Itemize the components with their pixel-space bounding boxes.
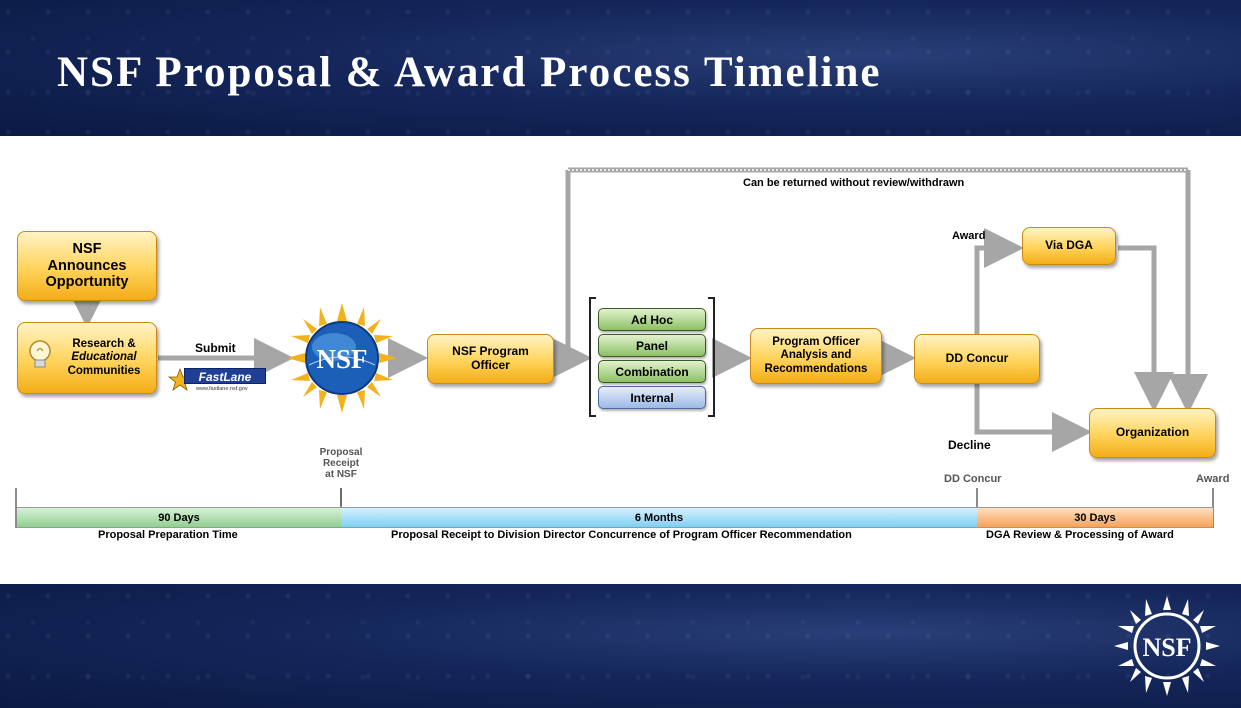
proposal-receipt-marker: Proposal Receipt at NSF	[308, 447, 374, 480]
announce-line-2: Announces	[47, 257, 127, 274]
title-banner: NSF Proposal & Award Process Timeline	[0, 0, 1241, 136]
nsf-footer-logo-icon: NSF	[1114, 596, 1220, 696]
organization-box: Organization	[1089, 408, 1216, 458]
via-dga-label: Via DGA	[1045, 238, 1093, 253]
communities-line-2: Educational	[71, 351, 137, 364]
nsf-logo-text: NSF	[316, 344, 367, 374]
receipt-line-1: Proposal	[319, 447, 363, 458]
nsf-program-officer-box: NSF Program Officer	[427, 334, 554, 384]
review-combination: Combination	[598, 360, 706, 383]
via-dga-box: Via DGA	[1022, 227, 1116, 265]
slide-title: NSF Proposal & Award Process Timeline	[57, 49, 882, 96]
timeline-segment-30-days: 30 Days	[977, 507, 1213, 528]
banner-texture	[0, 0, 1241, 136]
po-analysis-line-3: Recommendations	[764, 362, 868, 375]
caption-award-processing: DGA Review & Processing of Award	[986, 529, 1174, 541]
receipt-line-3: at NSF	[325, 469, 357, 480]
receipt-line-2: Receipt	[322, 458, 360, 469]
review-adhoc: Ad Hoc	[598, 308, 706, 331]
lightbulb-icon	[29, 340, 51, 368]
footer-texture	[0, 584, 1241, 708]
decline-branch-label: Decline	[948, 438, 991, 452]
caption-review: Proposal Receipt to Division Director Co…	[391, 529, 852, 541]
footer-logo-text: NSF	[1142, 633, 1191, 662]
dd-concur-label: DD Concur	[945, 351, 1009, 366]
fastlane-url: www.fastlane.nsf.gov	[196, 386, 248, 392]
nsf-announces-box: NSF Announces Opportunity	[17, 231, 157, 301]
po-analysis-line-1: Program Officer	[772, 336, 860, 349]
po-analysis-line-2: Analysis and	[780, 349, 852, 362]
fastlane-wordmark: FastLane	[184, 368, 266, 384]
caption-preparation: Proposal Preparation Time	[98, 529, 238, 541]
submit-label: Submit	[195, 341, 236, 355]
communities-line-3: Communities	[67, 364, 141, 377]
fastlane-logo: FastLane www.fastlane.nsf.gov	[168, 364, 268, 396]
award-branch-label: Award	[952, 230, 986, 242]
po-analysis-box: Program Officer Analysis and Recommendat…	[750, 328, 882, 384]
timeline-segment-90-days: 90 Days	[17, 507, 341, 528]
footer-banner: NSF	[0, 584, 1241, 708]
timeline-segment-6-months: 6 Months	[341, 507, 977, 528]
dd-concur-marker: DD Concur	[944, 473, 1002, 485]
award-marker: Award	[1196, 473, 1230, 485]
communities-line-1: Research &	[72, 338, 136, 351]
nsf-logo-icon: NSF	[287, 303, 397, 413]
returned-label: Can be returned without review/withdrawn	[743, 177, 965, 189]
program-officer-line-2: Officer	[471, 358, 510, 372]
announce-line-3: Opportunity	[45, 274, 129, 291]
review-internal: Internal	[598, 386, 706, 409]
program-officer-line-1: NSF Program	[452, 344, 529, 359]
organization-label: Organization	[1115, 425, 1190, 440]
announce-line-1: NSF	[72, 240, 102, 257]
review-panel: Panel	[598, 334, 706, 357]
dd-concur-box: DD Concur	[914, 334, 1040, 384]
